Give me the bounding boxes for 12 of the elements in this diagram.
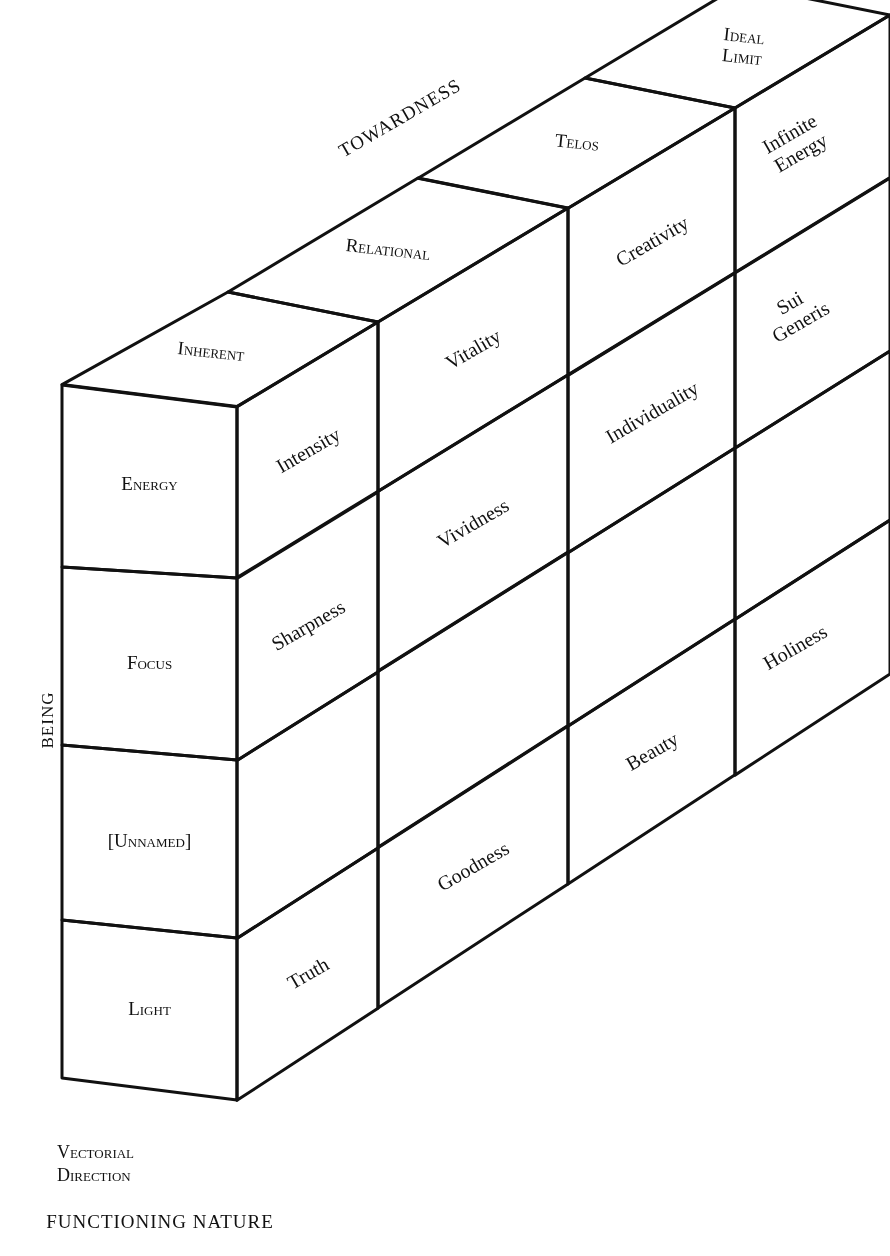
cell-label: Telos (553, 130, 600, 156)
cell-label: Relational (344, 235, 432, 266)
cell-label: Truth (283, 952, 332, 994)
axis-label: FUNCTIONING NATURE (46, 1210, 274, 1234)
column-label: Vectorial Direction (57, 1140, 136, 1186)
cell-label: Light (128, 998, 171, 1020)
axis-label: BEING (37, 691, 59, 749)
cell-label: Ideal Limit (719, 22, 767, 71)
cell-label: Inherent (176, 337, 246, 366)
cell-label: Energy (121, 473, 178, 495)
cell-label: Focus (126, 652, 173, 673)
cell-label: [Unnamed] (107, 830, 192, 852)
